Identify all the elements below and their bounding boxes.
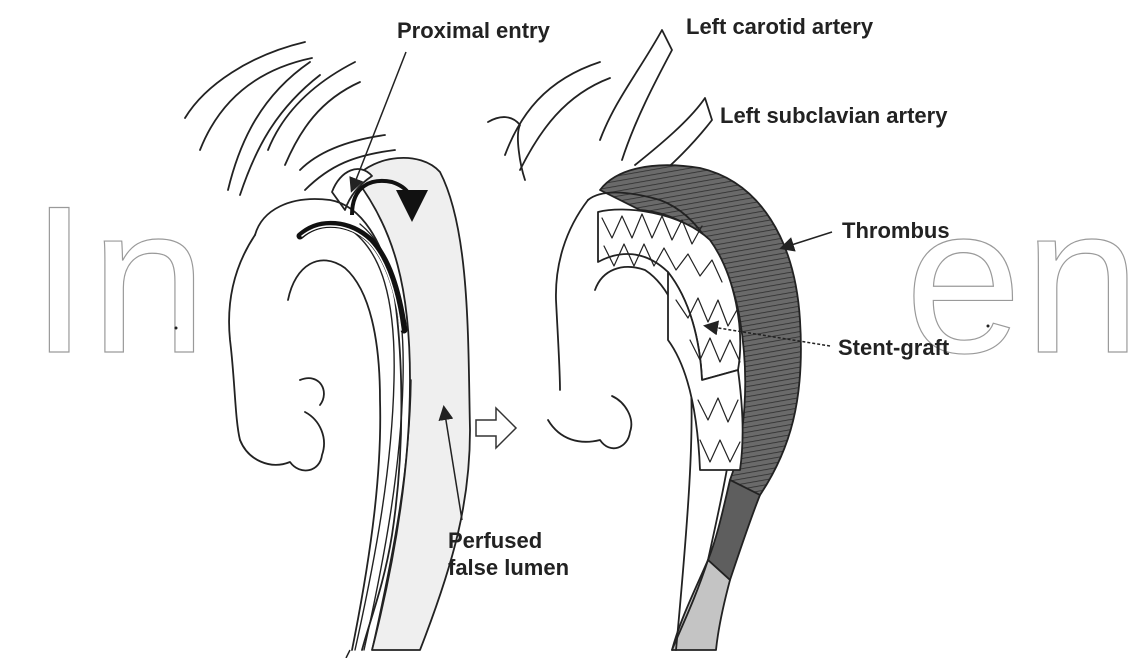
aortic-root-left xyxy=(240,378,324,470)
label-left-carotid-artery: Left carotid artery xyxy=(686,14,873,41)
left-carotid-artery xyxy=(600,30,672,160)
thrombus-leader xyxy=(782,232,832,248)
label-proximal-entry: Proximal entry xyxy=(397,18,550,45)
guidewire xyxy=(346,650,350,658)
transition-arrow xyxy=(476,408,516,448)
label-perfused-line1: Perfused xyxy=(448,528,569,555)
label-stent-graft: Stent-graft xyxy=(838,335,949,362)
label-perfused-line2: false lumen xyxy=(448,555,569,582)
left-aorta-figure xyxy=(185,42,470,650)
dot-left xyxy=(175,327,178,330)
right-ascending xyxy=(556,200,588,390)
delivery-device-inner xyxy=(302,226,401,330)
right-branch-vessel-2 xyxy=(505,62,610,170)
dot-right xyxy=(987,325,990,328)
label-left-subclavian-artery: Left subclavian artery xyxy=(720,103,947,130)
aortic-arch-inner xyxy=(288,260,380,650)
ascending-aorta-left xyxy=(229,235,255,440)
label-perfused-false-lumen: Perfused false lumen xyxy=(448,528,569,582)
aortic-root-right xyxy=(548,396,631,448)
left-branch-vessel-2 xyxy=(228,62,320,195)
label-thrombus: Thrombus xyxy=(842,218,950,245)
thrombus-lower xyxy=(708,480,760,580)
